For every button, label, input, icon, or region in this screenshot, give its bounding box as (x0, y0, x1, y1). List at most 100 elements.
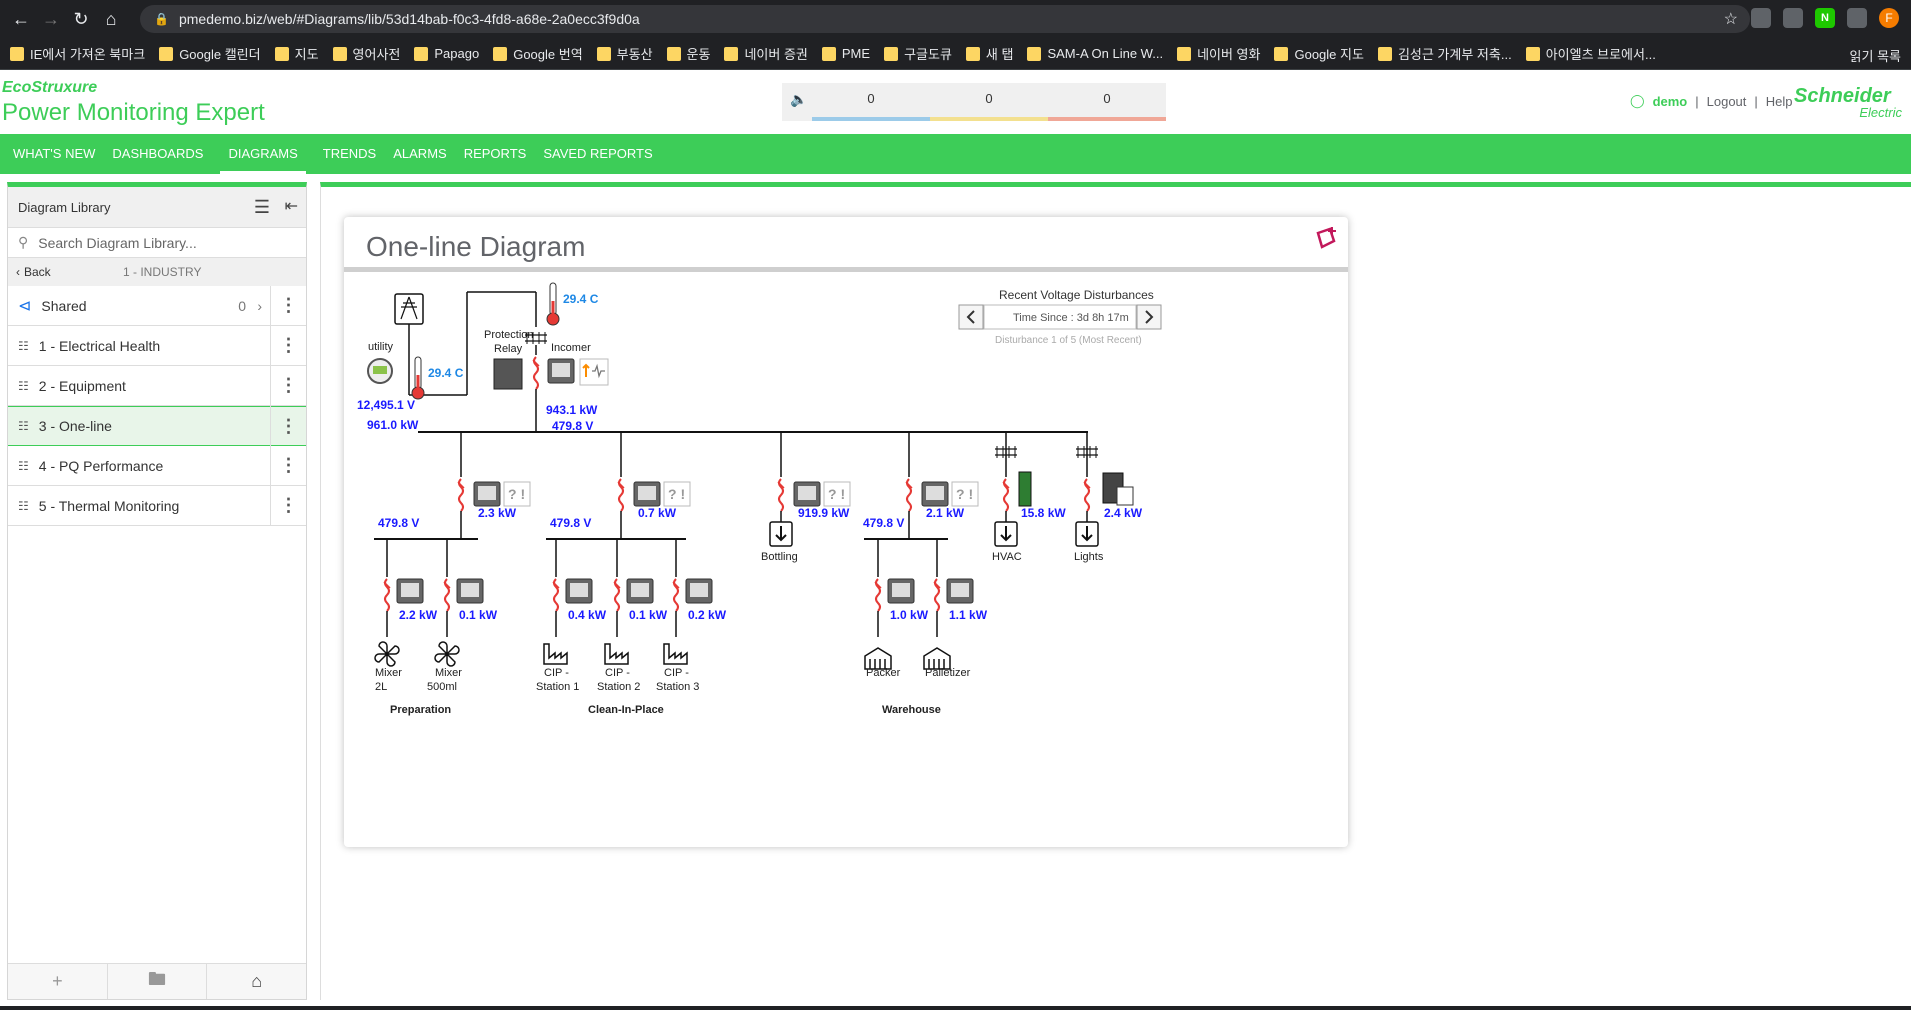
status-unknown-icon[interactable] (951, 481, 979, 507)
nav-diagrams[interactable]: DIAGRAMS (220, 134, 306, 174)
breaker-symbol (778, 478, 784, 512)
arrow-up-icon (582, 363, 590, 377)
diagram-library-panel: Diagram Library ☰ ⇤ ⚲ Search Diagram Lib… (7, 182, 307, 1000)
status-unknown-icon[interactable] (503, 481, 531, 507)
next-disturbance-button[interactable] (1136, 304, 1162, 330)
back-breadcrumb[interactable]: ‹ Back 1 - INDUSTRY (8, 258, 306, 286)
logout-link[interactable]: Logout (1706, 93, 1747, 109)
reload-icon[interactable]: ↻ (73, 8, 89, 29)
alarm-bar-high (1048, 117, 1166, 121)
bookmark-icon (1177, 46, 1192, 61)
more-options-icon[interactable]: ⋮ (270, 485, 306, 526)
status-unknown-icon[interactable] (663, 481, 691, 507)
nav-trends[interactable]: TRENDS (322, 146, 377, 161)
bookmark-item[interactable]: 네이버 증권 (724, 44, 808, 63)
more-options-icon[interactable]: ⋮ (270, 365, 306, 406)
speaker-icon[interactable]: 🔈 (790, 91, 808, 107)
bookmark-item[interactable]: 부동산 (596, 44, 653, 63)
sidebar-item-diagram[interactable]: ☷3 - One-line⋮ (8, 406, 306, 446)
sidebar-item-diagram[interactable]: ☷1 - Electrical Health⋮ (8, 325, 306, 366)
bookmark-item[interactable]: 아이엘츠 브로에서... (1525, 44, 1656, 63)
bookmark-item[interactable]: SAM-A On Line W... (1027, 46, 1163, 61)
chevron-right-icon: › (257, 297, 262, 314)
bookmark-item[interactable]: 지도 (274, 44, 319, 63)
plugin-icon[interactable] (1314, 225, 1340, 253)
extension-icon[interactable] (1783, 8, 1803, 28)
feeder-power: 2.4 kW (1104, 506, 1143, 520)
feeder-power: 0.7 kW (638, 506, 677, 520)
breaker-symbol (614, 578, 620, 612)
subbus-voltage: 479.8 V (378, 516, 419, 530)
sidebar-item-diagram[interactable]: ☷5 - Thermal Monitoring⋮ (8, 485, 306, 526)
nav-alarms[interactable]: ALARMS (393, 146, 447, 161)
reading-list-button[interactable]: 읽기 목록 (1849, 49, 1901, 64)
pq-event-icon[interactable] (579, 358, 609, 386)
nav-dashboards[interactable]: DASHBOARDS (112, 146, 204, 161)
share-icon: ⊲ (18, 297, 32, 315)
nav-saved-reports[interactable]: SAVED REPORTS (543, 146, 653, 161)
bookmark-item[interactable]: 영어사전 (332, 44, 400, 63)
more-options-icon[interactable]: ⋮ (270, 325, 306, 366)
address-bar[interactable]: 🔒 pmedemo.biz/web/#Diagrams/lib/53d14bab… (140, 5, 1750, 33)
naver-extension-icon[interactable]: N (1815, 8, 1835, 28)
relay-label: Protection (484, 329, 534, 341)
meter-screen (926, 486, 944, 500)
extension-icon[interactable] (1751, 8, 1771, 28)
home-icon[interactable]: ⌂ (105, 8, 117, 29)
bookmark-item[interactable]: Google 캘린더 (159, 44, 261, 63)
bookmark-item[interactable]: Google 지도 (1274, 44, 1364, 63)
nav-reports[interactable]: REPORTS (463, 146, 527, 161)
bookmark-item[interactable]: PME (821, 46, 870, 61)
bookmark-item[interactable]: Papago (414, 46, 479, 61)
incomer-temperature: 29.4 C (563, 292, 599, 306)
bookmark-icon (724, 46, 739, 61)
library-search-input[interactable]: ⚲ Search Diagram Library... (8, 227, 306, 258)
load-power: 0.1 kW (629, 608, 668, 622)
add-diagram-button[interactable]: + (8, 964, 108, 999)
breaker-symbol (933, 581, 941, 589)
bookmark-star-icon[interactable]: ☆ (1723, 11, 1738, 28)
help-link[interactable]: Help (1765, 93, 1793, 109)
breaker-symbol (532, 359, 540, 367)
bookmark-item[interactable]: IE에서 가져온 북마크 (10, 44, 145, 63)
more-options-icon[interactable]: ⋮ (270, 406, 306, 446)
status-unknown-icon[interactable] (823, 481, 851, 507)
prev-disturbance-button[interactable] (958, 304, 984, 330)
meter-screen (951, 583, 969, 597)
sidebar-item-shared[interactable]: ⊲ Shared 0 › ⋮ (8, 285, 306, 326)
user-name-link[interactable]: demo (1652, 93, 1688, 109)
bookmark-item[interactable]: 김성근 가계부 저축... (1377, 44, 1512, 63)
app-header: EcoStruxure Power Monitoring Expert 🔈 0 … (0, 71, 1911, 134)
alarm-summary[interactable]: 🔈 0 0 0 (782, 83, 1166, 121)
meter-screen (570, 583, 588, 597)
sidebar-item-label: 4 - PQ Performance (38, 457, 164, 474)
hamburger-menu-icon[interactable]: ☰ (253, 197, 270, 217)
more-options-icon[interactable]: ⋮ (270, 285, 306, 326)
home-button[interactable]: ⌂ (251, 971, 263, 991)
load-name: CIP - (664, 667, 689, 679)
nav-what-s-new[interactable]: WHAT'S NEW (13, 146, 96, 161)
puzzle-extensions-icon[interactable] (1847, 8, 1867, 28)
sidebar-item-diagram[interactable]: ☷4 - PQ Performance⋮ (8, 445, 306, 486)
bookmark-item[interactable]: Google 번역 (493, 44, 583, 63)
forward-arrow-icon[interactable]: → (42, 8, 60, 29)
profile-avatar[interactable]: F (1879, 8, 1899, 28)
time-since-label: Time Since : 3d 8h 17m (1013, 312, 1129, 324)
sidebar-item-label: 1 - Electrical Health (38, 337, 161, 354)
hvac-controller-icon[interactable] (1018, 471, 1032, 507)
bookmark-item[interactable]: 구글도큐 (884, 44, 952, 63)
alarm-count-medium: 0 (985, 91, 993, 106)
feeder-name: Bottling (761, 551, 798, 563)
lighting-panel-icon[interactable] (1116, 486, 1134, 506)
protection-relay-icon[interactable] (493, 358, 523, 390)
collapse-panel-icon[interactable]: ⇤ (284, 198, 298, 215)
bookmark-item[interactable]: 새 탭 (965, 44, 1013, 63)
more-options-icon[interactable]: ⋮ (270, 445, 306, 486)
search-icon: ⚲ (18, 234, 29, 250)
meter-screen (401, 583, 419, 597)
sidebar-item-diagram[interactable]: ☷2 - Equipment⋮ (8, 365, 306, 406)
bookmark-item[interactable]: 네이버 영화 (1177, 44, 1260, 63)
bookmark-item[interactable]: 운동 (666, 44, 710, 63)
add-folder-button[interactable]: 🖿 (108, 964, 208, 999)
back-arrow-icon[interactable]: ← (12, 8, 30, 29)
